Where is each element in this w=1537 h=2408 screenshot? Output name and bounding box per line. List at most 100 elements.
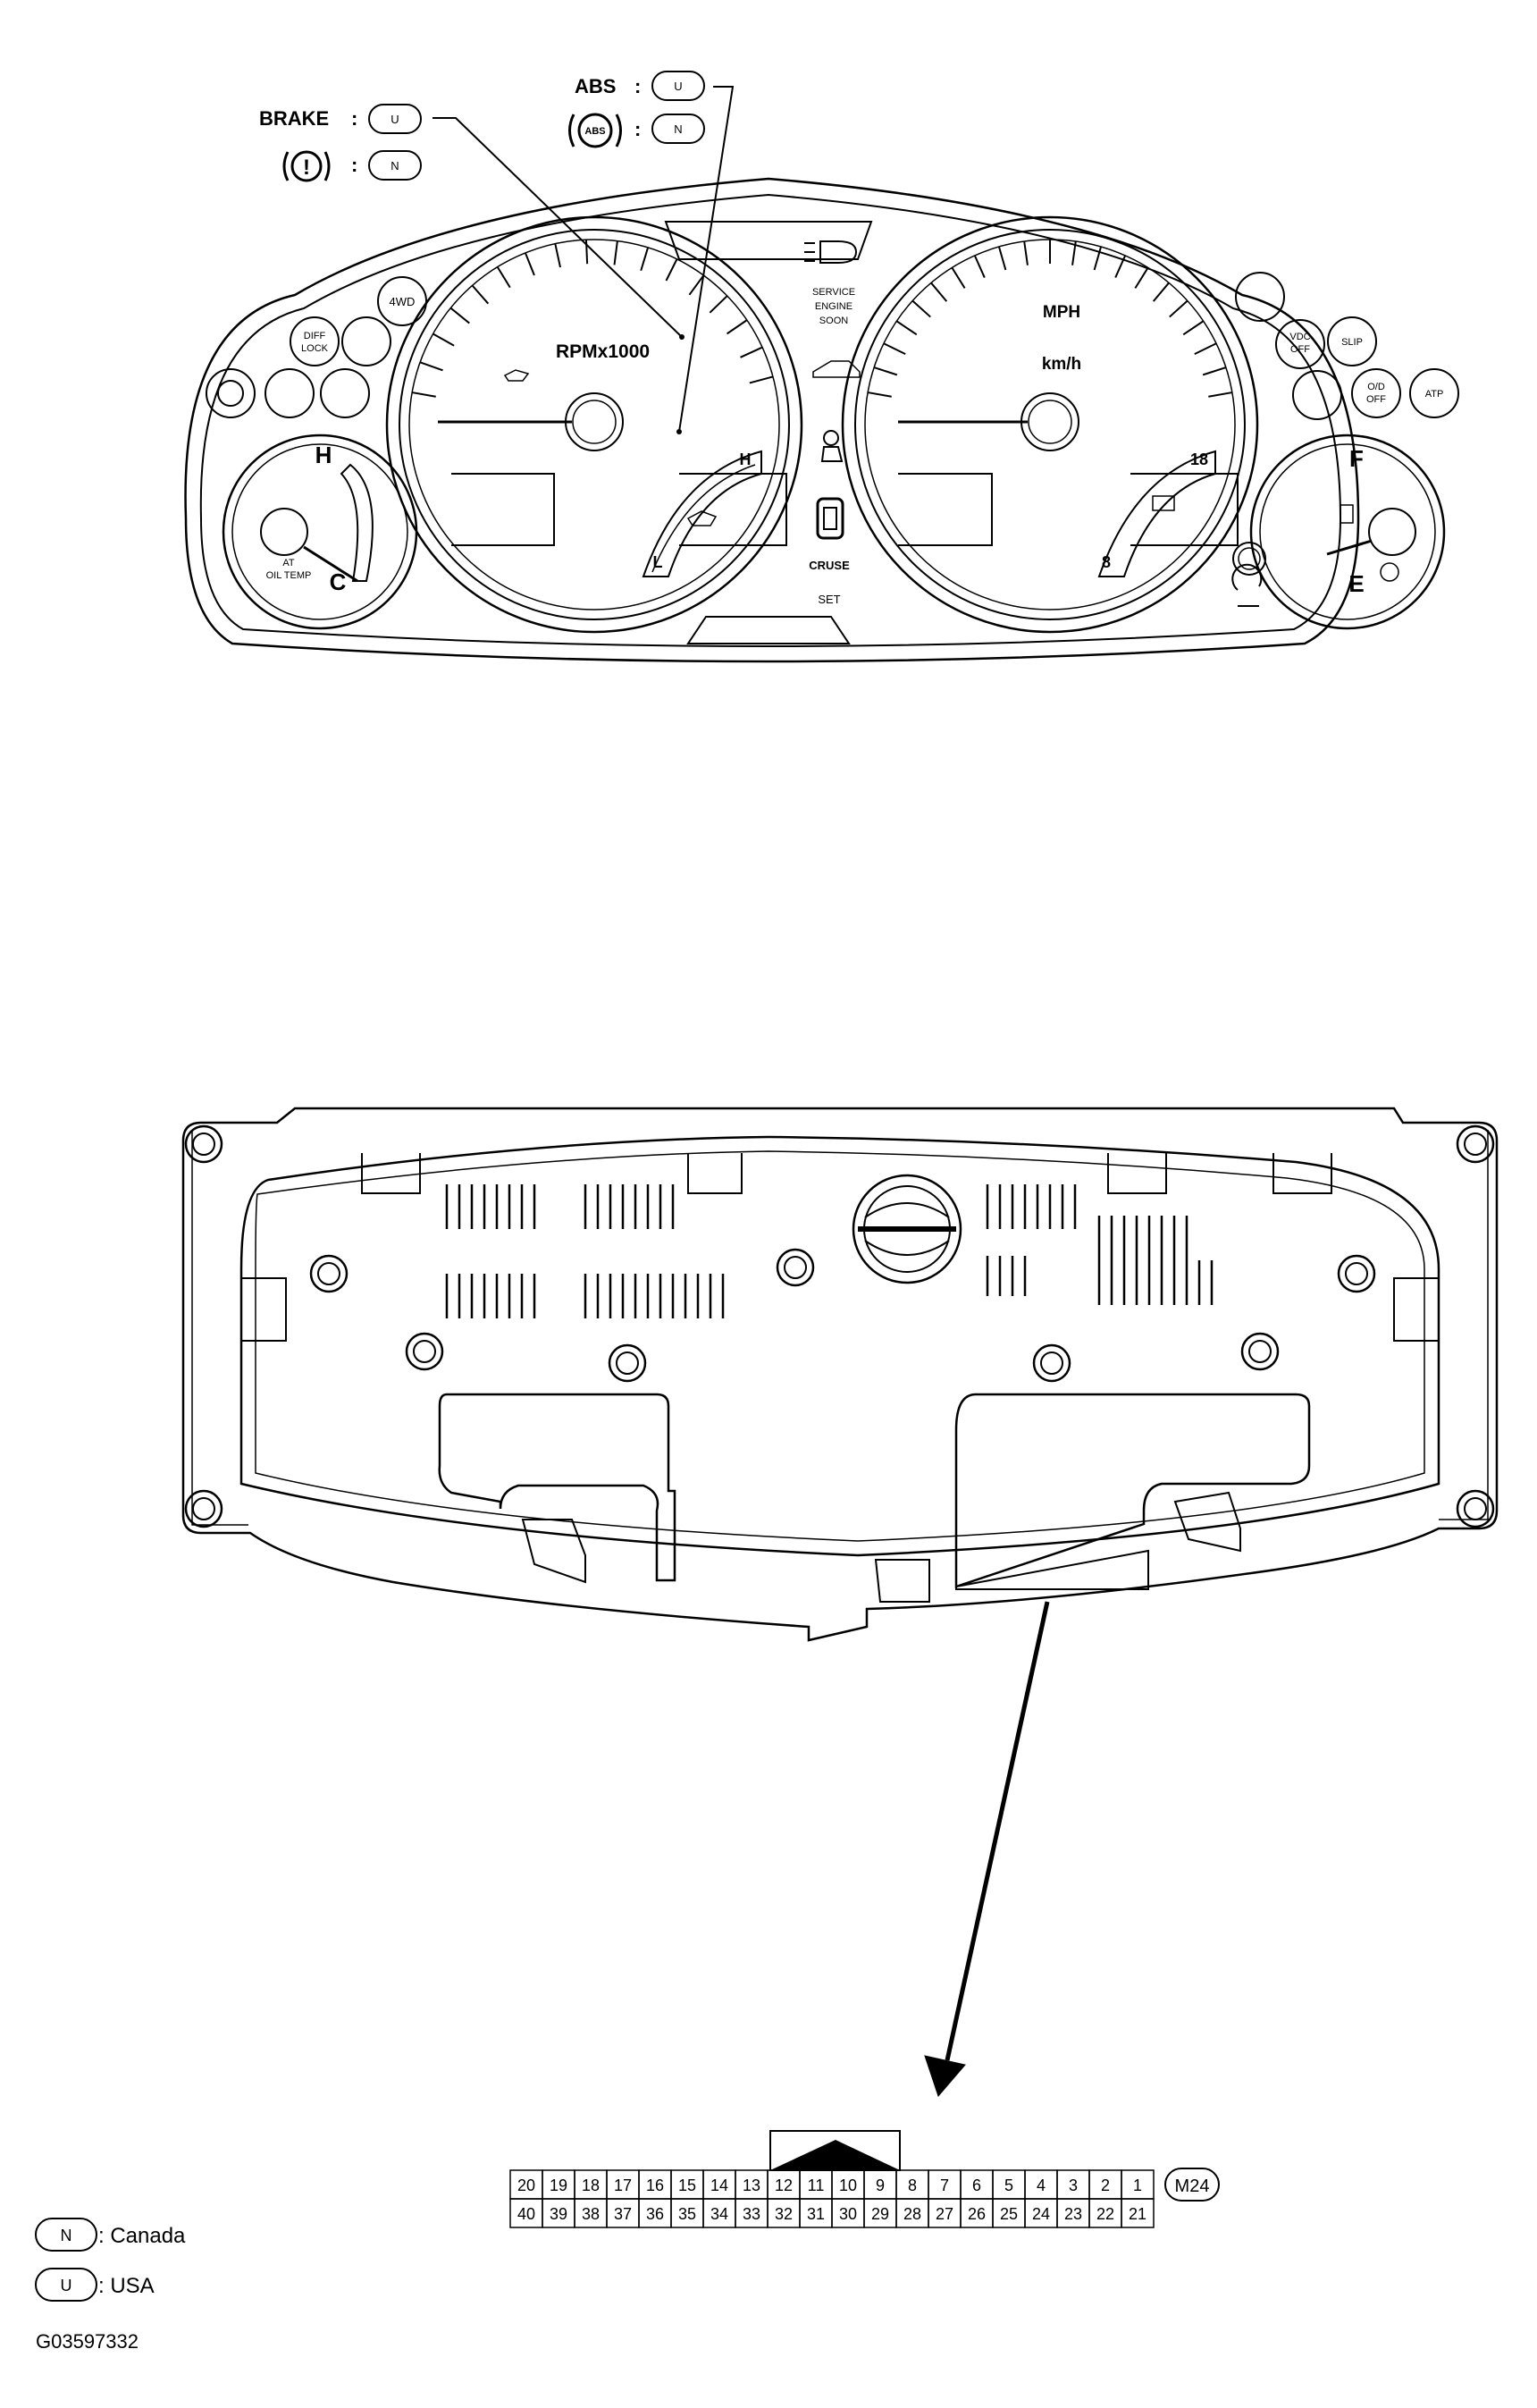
service-line-1: SERVICE (812, 287, 855, 298)
connector-pin-number: 25 (1000, 2205, 1018, 2223)
brake-icon-code: N (391, 159, 399, 173)
speedometer (841, 215, 1259, 634)
atp-lamp (1409, 368, 1459, 418)
tach-label: RPMx1000 (556, 341, 650, 362)
gauge-tick (419, 361, 443, 372)
connector-pin-number: 16 (646, 2176, 664, 2194)
fuel-empty-label: E (1348, 570, 1364, 597)
connector-id: M24 (1175, 2176, 1210, 2196)
connector-pin-number: 36 (646, 2205, 664, 2223)
od-off-line-2: OFF (1366, 394, 1386, 405)
connector-pin-number: 34 (710, 2205, 728, 2223)
tire-pressure-lamp (206, 368, 256, 418)
gauge-tick (411, 392, 436, 398)
connector-pin-number: 35 (678, 2205, 696, 2223)
gauge-tick (1071, 240, 1077, 265)
connector-pin-number: 7 (940, 2176, 949, 2194)
gauge-tick (433, 333, 455, 347)
fuel-gauge (1249, 434, 1446, 630)
brake-callout: BRAKE : U ! : N (259, 104, 685, 340)
connector-pin-number: 17 (614, 2176, 632, 2194)
rear-cover (239, 1135, 1440, 1557)
gauge-tick (640, 247, 650, 272)
connector-pin-number: 18 (582, 2176, 600, 2194)
abs-warning-icon: ABS (568, 113, 622, 148)
brake-icon-colon: : (351, 154, 357, 176)
service-line-2: ENGINE (815, 301, 852, 312)
connector-pin-number: 32 (775, 2205, 793, 2223)
abs-colon: : (634, 75, 641, 97)
gauge-tick (873, 366, 898, 376)
abs-leader-dot (676, 429, 682, 434)
gauge-tick (471, 284, 490, 305)
connector-pin-number: 8 (908, 2176, 917, 2194)
connector-pin-number: 21 (1129, 2205, 1146, 2223)
connector-pin-number: 4 (1037, 2176, 1046, 2194)
connector-pin-number: 19 (550, 2176, 567, 2194)
connector-pin-number: 39 (550, 2205, 567, 2223)
gauge-tick (973, 255, 986, 278)
legend-code: U (61, 2277, 72, 2294)
svg-text:!: ! (303, 156, 310, 180)
atp-label: ATP (1425, 389, 1444, 400)
connector-pointer-arrowhead (924, 2055, 966, 2097)
connector-pin-number: 37 (614, 2205, 632, 2223)
center-top-panel (664, 221, 873, 260)
diff-lock-line-2: LOCK (301, 343, 329, 354)
brake-colon: : (351, 107, 357, 130)
brake-label: BRAKE (259, 107, 329, 130)
at-oil-temp-line-2: OIL TEMP (266, 570, 312, 581)
connector-pin-number: 23 (1064, 2205, 1082, 2223)
connector-pin-number: 5 (1004, 2176, 1013, 2194)
gauge-tick (584, 240, 589, 265)
connector-key-marker (770, 2140, 900, 2170)
gauge-tick (1182, 320, 1205, 336)
battery-icon (1152, 495, 1175, 511)
od-off-lamp (1351, 368, 1401, 418)
gauge-tick (997, 246, 1007, 271)
charge-lamp (1235, 272, 1285, 322)
legend-item: N : Canada (35, 2218, 186, 2252)
gauge-tick (1023, 240, 1029, 265)
brake-code: U (391, 113, 399, 126)
legend: N : Canada U : USA (35, 2218, 186, 2302)
gauge-tick (688, 274, 705, 296)
gauge-tick (930, 282, 948, 302)
connector-pin-cell (1121, 2198, 1155, 2228)
gauge-tick (749, 375, 774, 384)
security-icon (812, 360, 861, 378)
trip-knob (852, 1174, 962, 1284)
connector-pin-number: 6 (972, 2176, 981, 2194)
connector-pin-number: 20 (517, 2176, 535, 2194)
connector-pin-number: 14 (710, 2176, 728, 2194)
at-oil-temp-line-1: AT (282, 558, 295, 568)
abs-icon-colon: : (634, 118, 641, 140)
figure-id: G03597332 (36, 2330, 139, 2353)
voltmeter-gauge (1097, 450, 1216, 577)
four-wd-label: 4WD (390, 295, 416, 308)
connector-id-badge (1164, 2168, 1220, 2202)
gauge-tick (1093, 246, 1103, 271)
gauge-tick (1208, 392, 1233, 398)
vdc-off-line-1: VDC (1289, 332, 1310, 342)
connector-pin-number: 29 (871, 2205, 889, 2223)
vdc-off-line-2: OFF (1290, 344, 1310, 355)
diff-lock-line-1: DIFF (304, 331, 326, 341)
volt-high-label: 18 (1190, 450, 1208, 468)
abs-icon-code-badge (651, 114, 705, 144)
brake-icon-code-badge (368, 150, 422, 181)
gauge-tick (895, 320, 918, 336)
headlight-icon (804, 240, 858, 264)
volt-low-label: 8 (1102, 553, 1111, 571)
oil-pressure-gauge (642, 450, 762, 577)
connector-pointer-line (945, 1601, 1050, 2061)
legend-text: : Canada (98, 2224, 186, 2248)
od-off-line-1: O/D (1367, 382, 1385, 392)
fuel-pump-icon (1340, 504, 1354, 524)
fuel-full-label: F (1349, 445, 1364, 472)
cluster-outer-bezel (184, 177, 1360, 663)
legend-code: N (61, 2227, 72, 2244)
cluster-labels: RPMx1000 MPH km/h SERVICE ENGINE SOON CR… (266, 287, 1444, 606)
